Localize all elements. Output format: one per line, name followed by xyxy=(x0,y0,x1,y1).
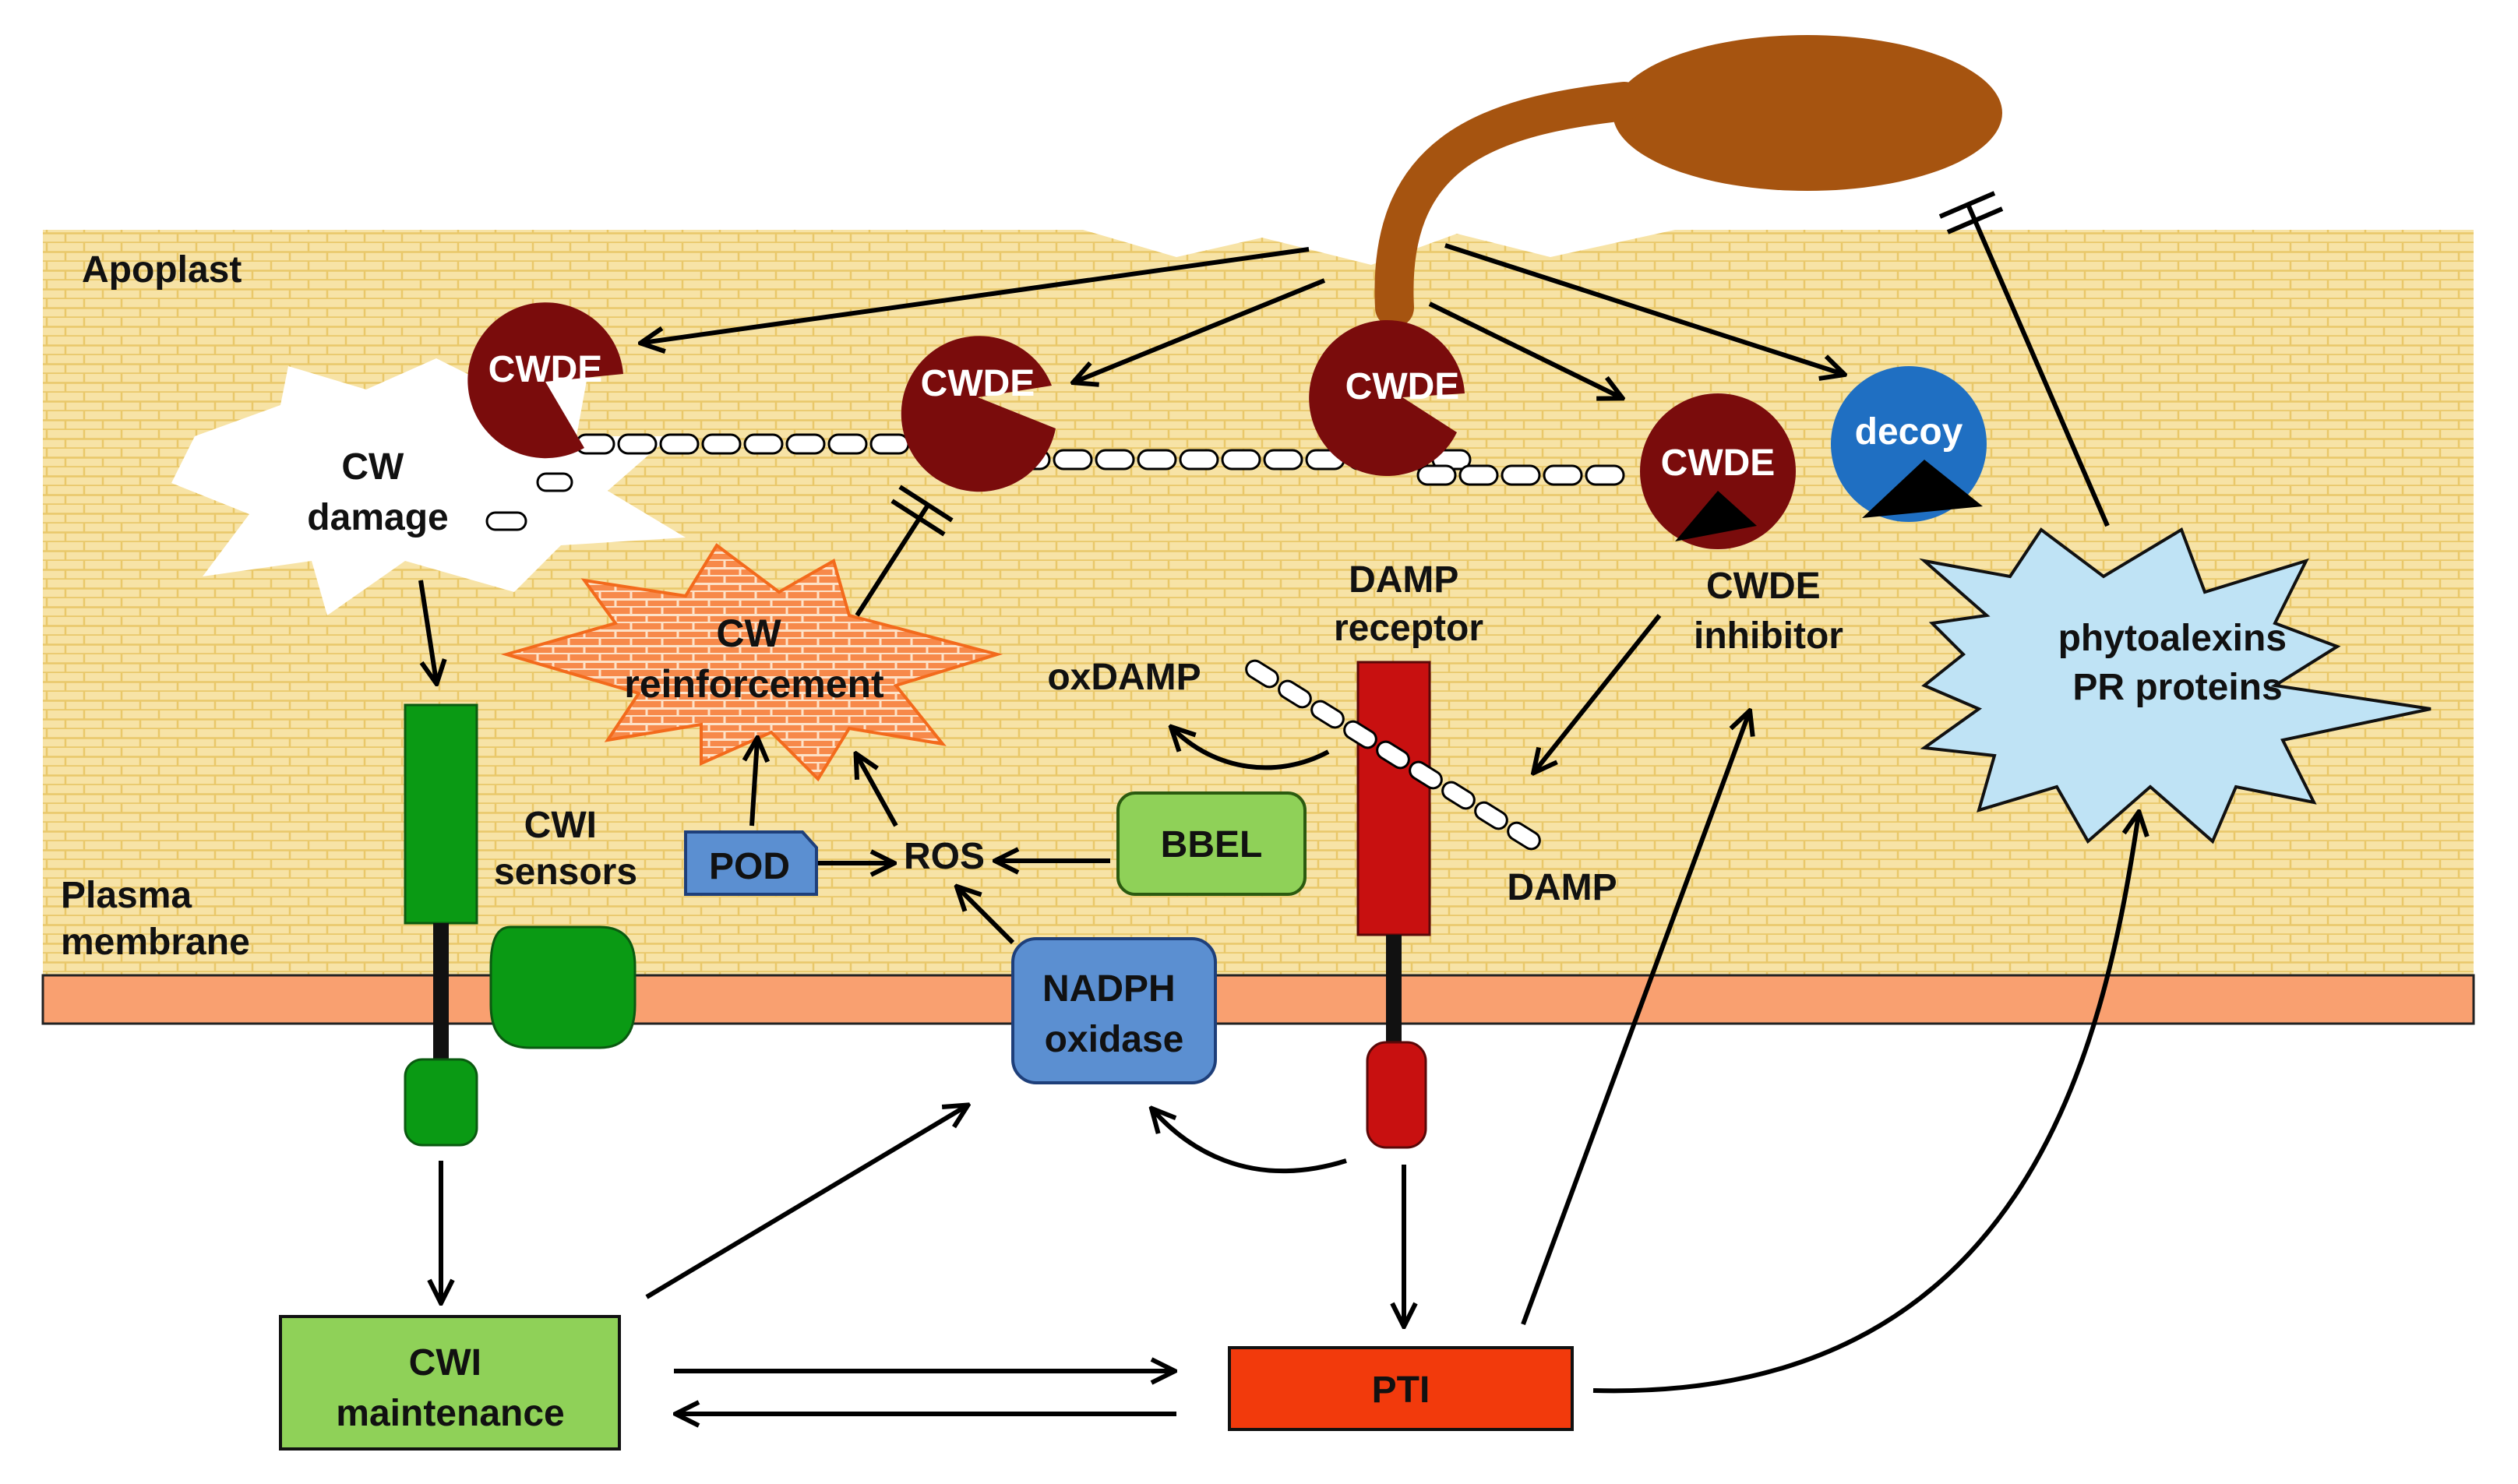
polymer-link xyxy=(827,433,868,455)
cwi-sensor-receptor xyxy=(404,703,478,1147)
plasma-membrane xyxy=(41,974,2475,1025)
polymer-link xyxy=(1585,464,1625,486)
decoy-protein: decoy xyxy=(1831,366,1987,522)
ros-label: ROS xyxy=(904,836,985,877)
inhibition-lines xyxy=(855,191,2110,617)
svg-text:NADPH oxidase: NADPH oxidase xyxy=(1042,968,1186,1060)
polymer-link xyxy=(785,433,826,455)
svg-text:CWI maintenance: CWI maintenance xyxy=(336,1342,564,1434)
oxdamp-label: oxDAMP xyxy=(1047,657,1201,698)
polymer-link xyxy=(1095,449,1135,471)
bbel-box: BBEL xyxy=(1116,791,1307,896)
damp-link xyxy=(1278,679,1312,709)
apoplast-label: Apoplast xyxy=(82,249,242,291)
polymer-link xyxy=(617,433,658,455)
polymer-link xyxy=(1501,464,1541,486)
phytoalexins-burst: phytoalexins PR proteins xyxy=(1919,527,2432,844)
polymer-link xyxy=(659,433,700,455)
damp-link xyxy=(1245,659,1279,689)
damp-receptor-label: DAMP receptor xyxy=(1334,559,1483,649)
cw-reinforcement-label: CW xyxy=(716,612,781,655)
polymer-link xyxy=(1416,464,1457,486)
arrows xyxy=(418,243,2139,1414)
damp-link xyxy=(1474,801,1508,830)
damp-link xyxy=(1409,760,1443,790)
cwi-sensors-label: CWI sensors xyxy=(494,805,637,893)
cwi-maintenance-box: CWI maintenance xyxy=(279,1315,621,1451)
damp-link xyxy=(1343,720,1377,749)
cwi-sensor-membrane-protein xyxy=(489,925,637,1049)
plasma-membrane-label: Plasma membrane xyxy=(61,875,250,963)
polymer-link xyxy=(1053,449,1093,471)
svg-text:CWDE: CWDE xyxy=(488,349,603,390)
pod-enzyme: POD xyxy=(684,830,818,896)
cwde-inhibitor-label: CWDE inhibitor xyxy=(1694,566,1843,657)
svg-text:BBEL: BBEL xyxy=(1161,824,1263,865)
svg-text:POD: POD xyxy=(709,846,790,887)
polymer-link xyxy=(1221,449,1261,471)
svg-text:CWDE: CWDE xyxy=(1345,366,1460,407)
damp-link xyxy=(1507,821,1541,851)
polymer-link xyxy=(1543,464,1583,486)
svg-text:CWDE: CWDE xyxy=(1661,442,1776,484)
cw-fragments xyxy=(485,472,573,531)
svg-text:decoy: decoy xyxy=(1855,411,1963,453)
cw-reinforcement-burst: CW reinforcement xyxy=(500,543,1003,782)
polymer-link xyxy=(869,433,910,455)
damp-fragment-chain xyxy=(1245,659,1541,851)
polymer-link xyxy=(1263,449,1303,471)
cwde-enzyme-2: CWDE xyxy=(901,336,1056,492)
nadph-oxidase: NADPH oxidase xyxy=(1011,937,1217,1084)
polymer-link xyxy=(743,433,784,455)
pti-box: PTI xyxy=(1228,1346,1574,1431)
damp-link xyxy=(1310,700,1345,729)
cwde-enzyme-4: CWDE xyxy=(1640,393,1796,549)
polymer-link xyxy=(1137,449,1177,471)
damp-label: DAMP xyxy=(1507,867,1617,908)
damp-link xyxy=(1376,740,1410,770)
polymer-link xyxy=(575,433,615,455)
polymer-link xyxy=(1458,464,1499,486)
svg-text:CW reinforcement: CW reinforcement xyxy=(624,612,884,706)
damp-link xyxy=(1441,781,1476,810)
svg-text:phytoalexins PR proteins: phytoalexins PR proteins xyxy=(2058,618,2298,708)
cwde-enzyme-3: CWDE xyxy=(1309,320,1465,477)
damp-receptor xyxy=(1356,661,1431,1149)
svg-text:CWDE: CWDE xyxy=(921,363,1035,404)
svg-text:PTI: PTI xyxy=(1372,1369,1430,1411)
polymer-link xyxy=(1179,449,1219,471)
cwde-enzyme-1: CWDE xyxy=(467,302,623,459)
pathogen-icon xyxy=(1374,35,2002,327)
cw-damage-label: CW damage xyxy=(307,446,448,538)
polymer-link xyxy=(701,433,742,455)
